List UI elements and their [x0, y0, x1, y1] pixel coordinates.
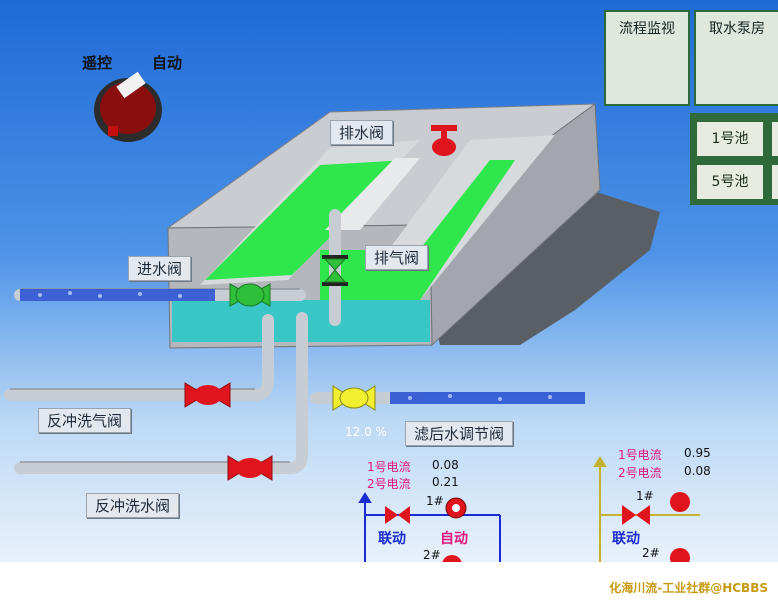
pump1-current1-value: 0.08 — [432, 458, 459, 472]
pump-2-valve-icon — [622, 505, 650, 525]
pump-house-label: 取水泵房 — [709, 21, 765, 37]
pump1-current2-value: 0.21 — [432, 475, 459, 489]
pump1-unit1: 1# — [426, 494, 444, 508]
pump1-current2-label: 2号电流 — [367, 477, 411, 491]
pump2-unit2: 2# — [642, 546, 660, 560]
post-filter-opening: 12.0 % — [345, 425, 387, 439]
inlet-valve-label[interactable]: 进水阀 — [128, 256, 192, 281]
scada-screen: 遥控 自动 流程监视 取水泵房 1号池 5号池 排水阀 进水阀 排气阀 反冲洗气… — [0, 0, 778, 562]
remote-label: 遥控 — [82, 54, 113, 72]
backwash-water-valve-icon — [227, 455, 273, 481]
pump-2-icon — [670, 492, 690, 562]
filter-media-left — [205, 160, 408, 280]
exhaust-valve-icon — [322, 255, 348, 286]
pump-1b-icon — [442, 555, 462, 562]
pump1-link-label[interactable]: 联动 — [378, 531, 406, 547]
drain-valve-label[interactable]: 排水阀 — [330, 120, 394, 145]
flow-monitor-label: 流程监视 — [619, 21, 675, 37]
pump2-current2-label: 2号电流 — [618, 466, 662, 480]
pump-1-icon — [445, 497, 467, 519]
inlet-valve-icon — [229, 283, 271, 307]
backwash-water-valve-label[interactable]: 反冲洗水阀 — [86, 493, 180, 518]
pool-5-button[interactable]: 5号池 — [695, 163, 765, 201]
exhaust-valve-label[interactable]: 排气阀 — [365, 245, 429, 270]
pool-2-button-edge[interactable] — [770, 120, 778, 158]
pump1-unit2: 2# — [423, 548, 441, 562]
inlet-flow — [20, 289, 215, 301]
center-channel — [325, 158, 420, 230]
post-filter-valve-label[interactable]: 滤后水调节阀 — [405, 421, 514, 446]
post-filter-valve-icon — [332, 385, 376, 411]
backwash-air-valve-icon — [184, 382, 231, 408]
backwash-air-valve-label[interactable]: 反冲洗气阀 — [38, 408, 132, 433]
pool-1-button[interactable]: 1号池 — [695, 120, 765, 158]
pump1-current1-label: 1号电流 — [367, 460, 411, 474]
ground-shadow — [420, 190, 660, 345]
selector-knob-icon — [94, 71, 162, 142]
pump1-mode-label[interactable]: 自动 — [440, 531, 468, 547]
filtered-flow — [390, 392, 585, 404]
watermark: 化海川流-工业社群@HCBBS — [609, 581, 768, 595]
pool-6-button-edge[interactable] — [770, 163, 778, 201]
auto-label: 自动 — [152, 54, 183, 72]
pump2-current1-value: 0.95 — [684, 446, 711, 460]
pump2-current2-value: 0.08 — [684, 464, 711, 478]
pump-1-valve-icon — [385, 506, 410, 524]
pump2-current1-label: 1号电流 — [618, 448, 662, 462]
drain-valve-icon — [431, 125, 457, 156]
pump2-link-label[interactable]: 联动 — [612, 531, 640, 547]
flow-monitor-button[interactable]: 流程监视 — [604, 10, 690, 106]
pump-house-button[interactable]: 取水泵房 — [694, 10, 778, 106]
process-diagram — [4, 40, 764, 562]
pump2-unit1: 1# — [636, 489, 654, 503]
